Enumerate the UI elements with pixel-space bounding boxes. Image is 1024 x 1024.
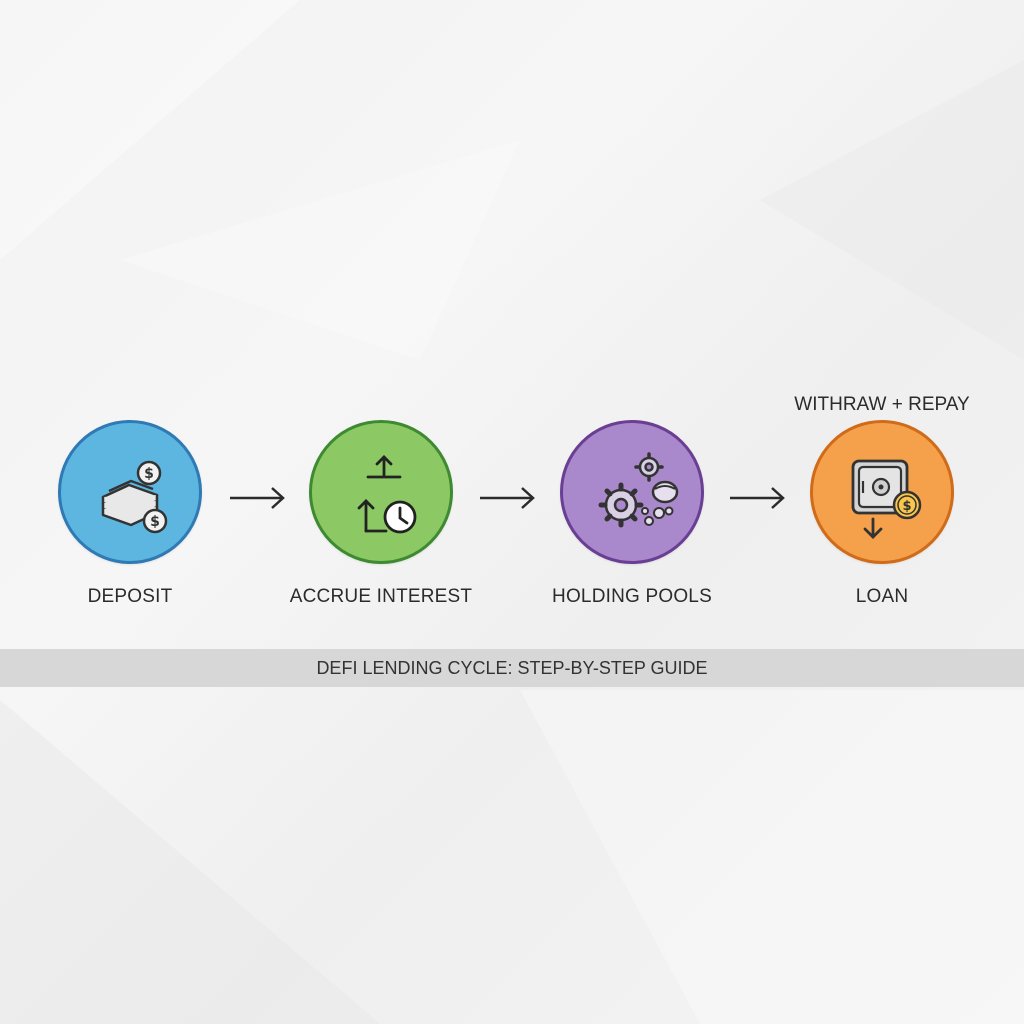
safe-coin-icon: $ — [851, 459, 922, 539]
arrow-right-icon — [730, 487, 785, 509]
deposit-circle: $ $ — [58, 420, 202, 564]
svg-text:$: $ — [902, 499, 911, 514]
interest-clock-icon — [357, 455, 417, 534]
step-label-loan: LOAN — [855, 586, 909, 607]
arrow-right-icon — [480, 487, 535, 509]
loan-circle: $ — [810, 420, 954, 564]
banner-title: DEFI LENDING CYCLE: STEP-BY-STEP GUIDE — [316, 657, 708, 678]
accrue-interest-circle — [309, 420, 453, 564]
guide-title-banner: DEFI LENDING CYCLE: STEP-BY-STEP GUIDE — [0, 649, 1024, 687]
svg-text:$: $ — [144, 466, 154, 482]
arrow-right-icon — [230, 487, 285, 509]
step-label-deposit: DEPOSIT — [87, 586, 173, 607]
step-label-holding-pools: HOLDING POOLS — [552, 586, 712, 607]
money-stack-icon: $ $ — [101, 460, 168, 534]
step-loan: $ LOAN — [782, 420, 982, 608]
step-label-accrue-interest: ACCRUE INTEREST — [289, 586, 473, 607]
gears-pool-icon — [598, 452, 679, 528]
svg-text:$: $ — [150, 514, 160, 530]
step-deposit: $ $ DEPOSIT — [30, 420, 230, 608]
step-accrue-interest: ACCRUE INTEREST — [281, 420, 481, 608]
step-holding-pools: HOLDING POOLS — [532, 420, 732, 608]
holding-pools-circle — [560, 420, 704, 564]
loan-annotation: WITHRAW + REPAY — [794, 394, 970, 415]
